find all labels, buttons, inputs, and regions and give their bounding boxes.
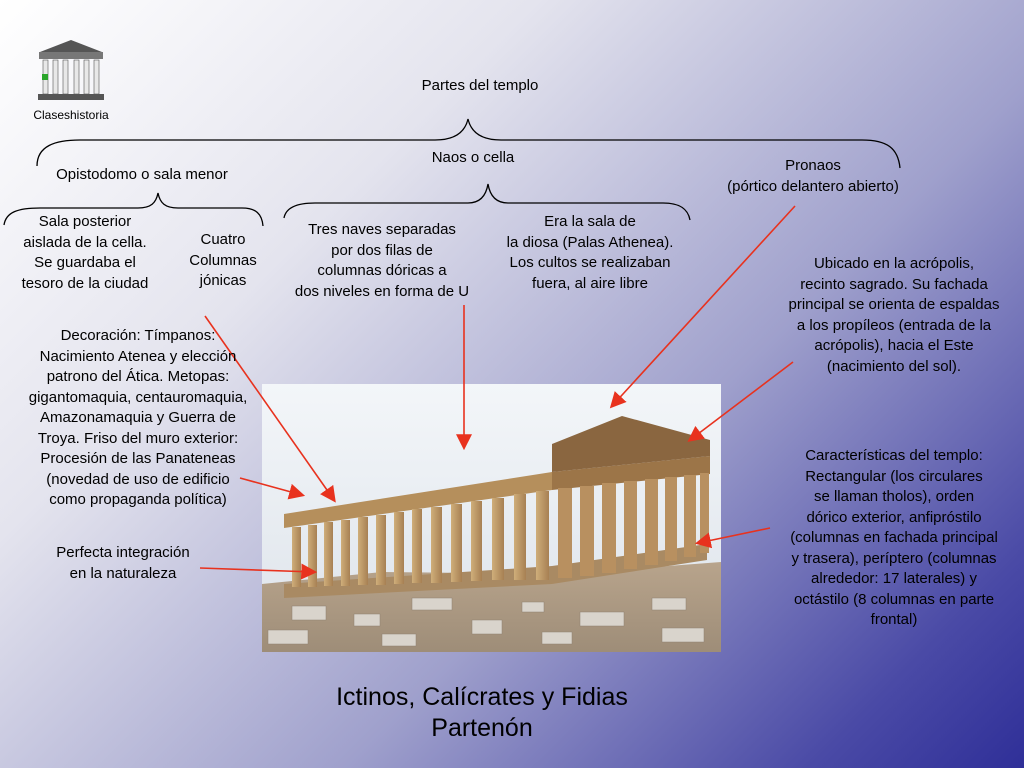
arrow-integracion <box>199 563 318 580</box>
note-caracteristicas: Características del templo: Rectangular … <box>790 447 998 628</box>
opistodomo-columnas: Cuatro Columnas jónicas <box>189 231 257 289</box>
bracket-main <box>36 118 901 169</box>
note-integracion: Perfecta integración en la naturaleza <box>56 544 190 582</box>
footer-authors: Ictinos, Calícrates y Fidias <box>336 683 628 711</box>
temple-icon <box>38 40 104 100</box>
arrow-pronaos <box>609 205 796 409</box>
arrow-caracteristicas <box>694 527 771 549</box>
footer-name: Partenón <box>431 714 533 742</box>
note-ubicacion: Ubicado en la acrópolis, recinto sagrado… <box>788 255 1000 375</box>
naos-naves: Tres naves separadas por dos filas de co… <box>294 221 470 300</box>
arrow-ubicacion <box>687 361 794 442</box>
naos-sala: Era la sala de la diosa (Palas Athenea).… <box>506 213 674 292</box>
diagram-title: Partes del templo <box>421 77 539 94</box>
label-opistodomo: Opistodomo o sala menor <box>56 166 228 183</box>
label-pronaos: Pronaos (pórtico delantero abierto) <box>727 157 899 195</box>
bracket-naos <box>283 183 691 221</box>
label-naos: Naos o cella <box>431 149 515 166</box>
logo-caption: Claseshistoria <box>33 108 109 122</box>
arrow-decoracion-friso <box>239 477 306 500</box>
opistodomo-sala: Sala posterior aislada de la cella. Se g… <box>21 213 149 292</box>
bracket-opistodomo <box>3 192 264 227</box>
note-decoracion: Decoración: Tímpanos: Nacimiento Atenea … <box>28 327 248 508</box>
arrow-decoracion-metopas <box>204 315 336 503</box>
parthenon-photo <box>262 384 721 652</box>
